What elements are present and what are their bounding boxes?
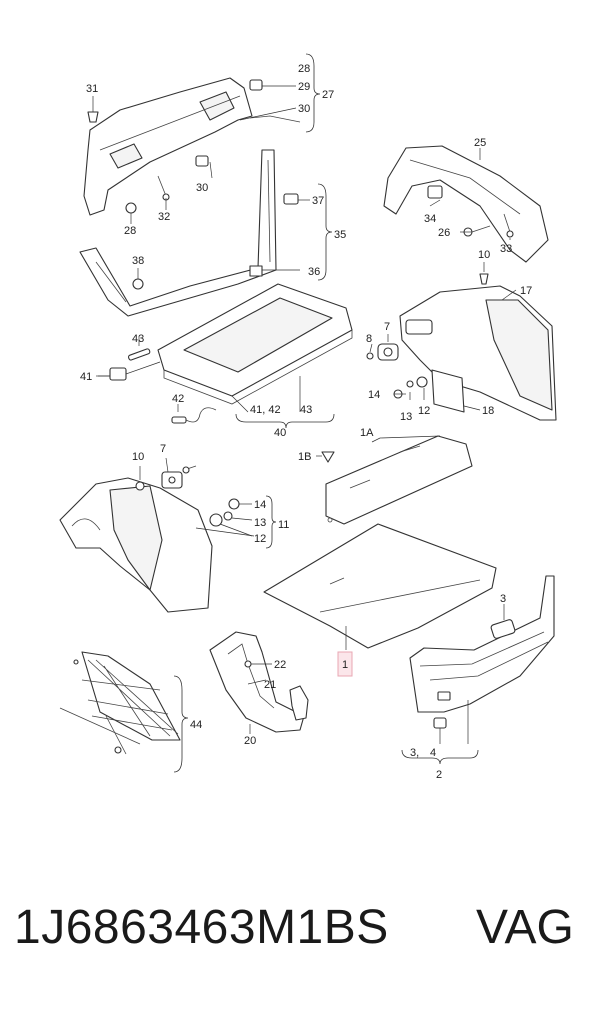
screw-22 xyxy=(244,660,272,668)
callout-35: 35 xyxy=(334,229,346,241)
cord-42 xyxy=(171,407,217,424)
brand-label: VAG xyxy=(476,901,574,954)
clip-30 xyxy=(195,155,209,167)
callout-40: 40 xyxy=(274,427,286,439)
callout-44: 44 xyxy=(190,719,202,731)
callout-3: 3 xyxy=(500,593,506,605)
callout-20: 20 xyxy=(244,735,256,747)
callout-14-right: 14 xyxy=(368,389,380,401)
ring-13-left xyxy=(223,511,253,521)
clip-36 xyxy=(249,265,300,277)
compartment-frame xyxy=(79,149,277,317)
clip-37 xyxy=(283,193,310,205)
callout-3b: 3, xyxy=(410,747,419,759)
handle-7 xyxy=(377,343,399,361)
clip-38 xyxy=(132,278,144,290)
washer-14-left xyxy=(228,498,252,510)
screw-32 xyxy=(157,175,170,201)
callout-38: 38 xyxy=(132,255,144,267)
callout-37: 37 xyxy=(312,195,324,207)
callout-41-42: 41, 42 xyxy=(250,404,281,416)
part-number: 1J6863463M1BS xyxy=(14,901,389,954)
bracket-25 xyxy=(383,145,549,263)
floor-panel-1A xyxy=(325,435,473,525)
sill-panel-2 xyxy=(409,575,555,713)
callout-18: 18 xyxy=(482,405,494,417)
callout-7-left: 7 xyxy=(160,443,166,455)
callout-13-left: 13 xyxy=(254,517,266,529)
callout-13-right: 13 xyxy=(400,411,412,423)
clip-29 xyxy=(249,79,296,91)
clip-28 xyxy=(125,202,137,214)
clip-21 xyxy=(289,685,309,721)
callout-1: 1 xyxy=(342,659,348,671)
parts-diagram: 28 29 27 30 31 30 32 28 37 35 36 38 43 4… xyxy=(59,53,557,781)
rear-shelf-trim-panel xyxy=(83,77,301,216)
screw-8 xyxy=(366,352,374,360)
callout-10-right: 10 xyxy=(478,249,490,261)
screw-10-left xyxy=(135,481,145,491)
callout-1B: 1B xyxy=(298,451,311,463)
callout-28-left: 28 xyxy=(124,225,136,237)
callout-22: 22 xyxy=(274,659,286,671)
screw-1B xyxy=(321,451,335,463)
pin-43 xyxy=(127,348,151,361)
callout-43-left: 43 xyxy=(132,333,144,345)
clip-4 xyxy=(433,717,447,729)
callout-25: 25 xyxy=(474,137,486,149)
cap-12-right xyxy=(416,376,428,388)
side-trim-17 xyxy=(399,285,557,421)
callout-10-left: 10 xyxy=(132,451,144,463)
highlight-callout-1 xyxy=(337,651,353,677)
callout-28-top: 28 xyxy=(298,63,310,75)
parcel-shelf xyxy=(157,283,353,405)
screw-8-left xyxy=(182,465,197,474)
callout-1A: 1A xyxy=(360,427,374,439)
handle-7-left xyxy=(161,471,183,489)
leader-lines xyxy=(96,107,517,744)
ring-13-right xyxy=(406,380,414,388)
callout-31: 31 xyxy=(86,83,98,95)
callout-32: 32 xyxy=(158,211,170,223)
footer: 1J6863463M1BS VAG xyxy=(0,900,600,990)
callout-labels: 28 29 27 30 31 30 32 28 37 35 36 38 43 4… xyxy=(80,63,532,781)
callout-2: 2 xyxy=(436,769,442,781)
screw-31 xyxy=(87,96,99,123)
callout-21: 21 xyxy=(264,679,276,691)
cover-3 xyxy=(490,619,516,639)
callout-43-bottom: 43 xyxy=(300,404,312,416)
callout-34: 34 xyxy=(424,213,436,225)
callout-4: 4 xyxy=(430,747,436,759)
callout-11: 11 xyxy=(278,519,289,531)
hinge-41 xyxy=(98,361,161,381)
callout-14-left: 14 xyxy=(254,499,266,511)
screw-10-right xyxy=(479,273,489,285)
callout-8: 8 xyxy=(366,333,372,345)
callout-7-right: 7 xyxy=(384,321,390,333)
callout-17: 17 xyxy=(520,285,532,297)
screw-26 xyxy=(463,225,491,237)
floor-covering-1 xyxy=(263,523,497,650)
cap-12-left xyxy=(209,513,253,537)
callout-29: 29 xyxy=(298,81,310,93)
callout-41: 41 xyxy=(80,371,92,383)
cargo-net-44 xyxy=(59,651,181,755)
callout-12-right: 12 xyxy=(418,405,430,417)
callout-26: 26 xyxy=(438,227,450,239)
callout-42: 42 xyxy=(172,393,184,405)
side-trim-11 xyxy=(59,477,213,613)
callout-36: 36 xyxy=(308,266,320,278)
cover-18 xyxy=(431,369,481,413)
callout-30-top: 30 xyxy=(298,103,310,115)
callout-12-left: 12 xyxy=(254,533,266,545)
callout-27: 27 xyxy=(322,89,334,101)
clip-34 xyxy=(427,185,443,199)
screw-33 xyxy=(503,213,514,238)
callout-30-mid: 30 xyxy=(196,182,208,194)
callout-33: 33 xyxy=(500,243,512,255)
